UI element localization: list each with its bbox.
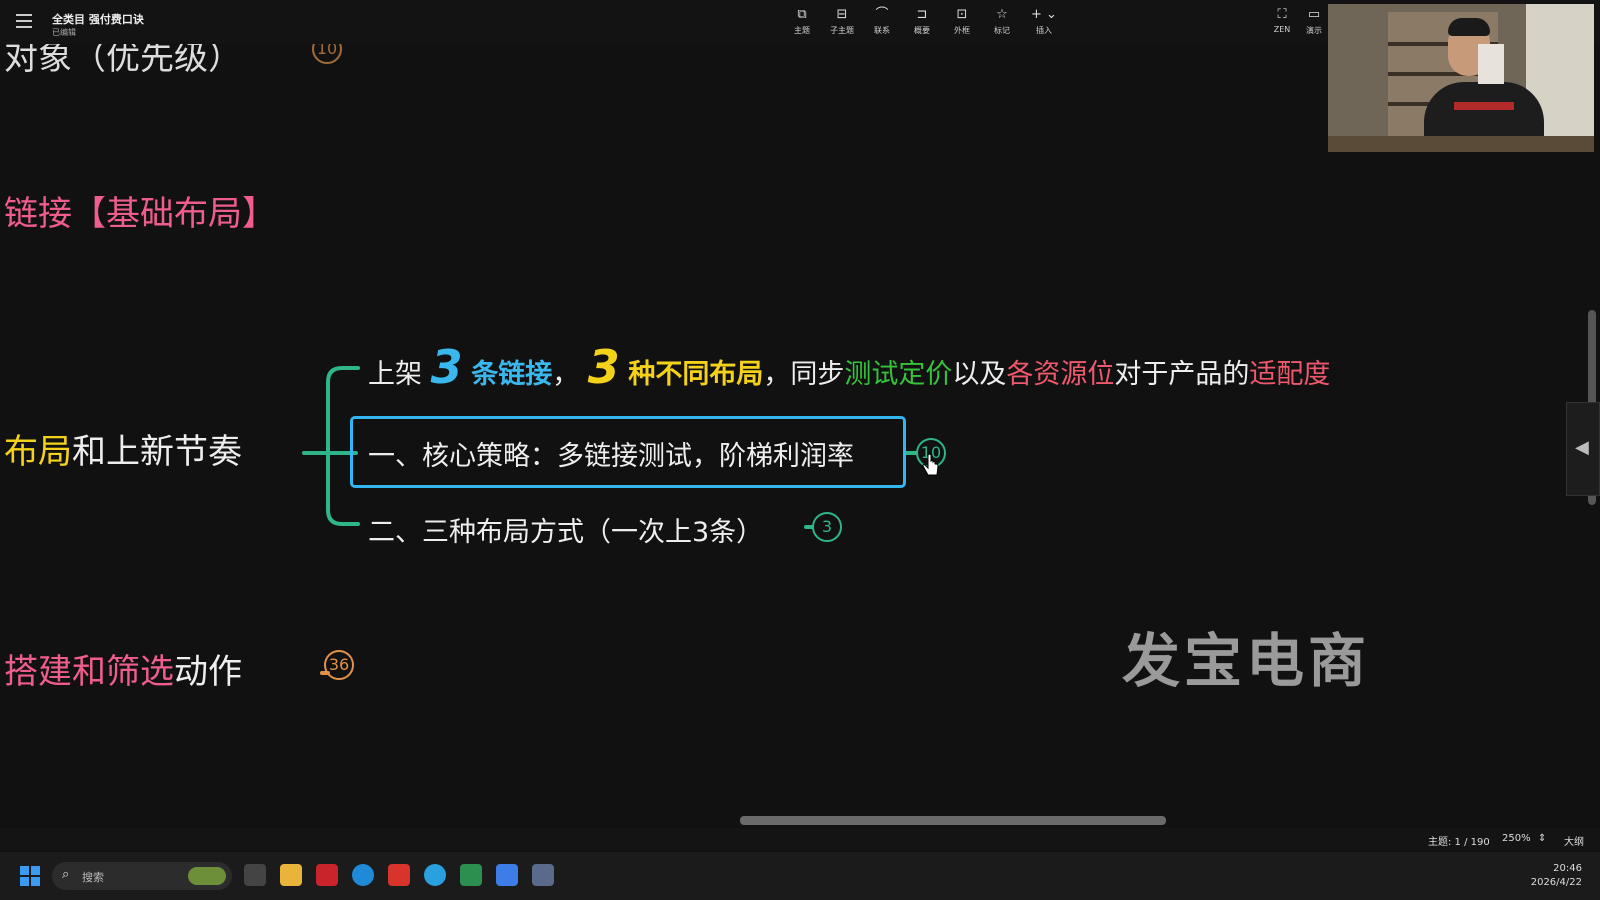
edge-browser-icon[interactable] [424, 864, 446, 886]
sentence-layouts-phrase: 种不同布局 [628, 359, 764, 390]
relation-label: 联系 [874, 26, 890, 35]
sentence-comma: ， [552, 359, 580, 390]
horizontal-scrollbar[interactable] [740, 816, 1166, 825]
topic-icon: ⧉ [797, 7, 807, 22]
sentence-resources-phrase: 各资源位 [1006, 359, 1115, 390]
present-label: 演示 [1306, 26, 1322, 35]
privacy-blur [1478, 44, 1504, 84]
clock-time: 20:46 [1553, 863, 1582, 874]
child-topic-core-strategy[interactable]: 一、核心策略：多链接测试，阶梯利润率 [368, 441, 854, 472]
shirt-stripe [1454, 102, 1514, 110]
summary-label: 概要 [914, 26, 930, 35]
plus-icon: + ⌄ [1031, 7, 1057, 22]
system-clock[interactable]: 20:46 2026/4/22 [1531, 862, 1582, 890]
taskbar: ⌕ 搜索 20:46 2026/4/22 [0, 852, 1600, 900]
collapsed-count-badge[interactable]: 3 [812, 512, 842, 542]
collapsed-count-badge[interactable]: 10 [312, 44, 342, 64]
marker-button[interactable]: ☆ 标记 [982, 8, 1022, 36]
zoom-stepper-icon[interactable]: ⇕ [1538, 833, 1547, 844]
topic-layout-highlight: 布局 [4, 432, 72, 472]
selected-topic-frame[interactable] [350, 416, 906, 488]
desk [1328, 136, 1594, 152]
boundary-label: 外框 [954, 26, 970, 35]
topic-layout-rhythm-node[interactable]: 布局和上新节奏 [4, 424, 242, 473]
chat-app-icon[interactable] [460, 864, 482, 886]
sentence-pricing-phrase: 测试定价 [844, 359, 953, 390]
child-topic-three-layouts[interactable]: 二、三种布局方式（一次上3条） [368, 517, 764, 548]
subtopic-button[interactable]: ⊟ 子主题 [822, 8, 862, 36]
star-icon: ☆ [996, 7, 1008, 22]
search-placeholder: 搜索 [82, 871, 104, 884]
sentence-number-layouts: 3 [587, 340, 620, 394]
topic-build-highlight: 搭建和筛选 [4, 652, 174, 692]
topic-button[interactable]: ⧉ 主题 [782, 8, 822, 36]
hamburger-menu-icon[interactable] [16, 14, 32, 28]
relation-button[interactable]: ⌒ 联系 [862, 8, 902, 36]
mindmap-canvas[interactable]: 对象（优先级） 10 链接【基础布局】 布局和上新节奏 搭建和筛选动作 36 上… [0, 44, 1600, 820]
edge-browser-icon[interactable] [352, 864, 374, 886]
sentence-text: ，同步 [763, 359, 845, 390]
sentence-number-links: 3 [430, 340, 463, 394]
status-bar: 主题: 1 / 190 250% ⇕ 大纲 [0, 828, 1600, 850]
windows-start-icon[interactable] [20, 866, 40, 886]
boundary-icon: ⊡ [956, 7, 968, 22]
search-icon: ⌕ [62, 867, 70, 882]
presenter-hair [1448, 18, 1490, 36]
zoom-level[interactable]: 250% [1502, 833, 1531, 844]
zen-label: ZEN [1273, 25, 1291, 34]
chevron-left-icon: ◀ [1575, 437, 1589, 458]
branch-connectors [302, 366, 918, 675]
sentence-text: 以及 [952, 359, 1007, 390]
topic-link-layout-node[interactable]: 链接【基础布局】 [4, 194, 276, 234]
topic-count: 主题: 1 / 190 [1428, 837, 1490, 848]
summary-button[interactable]: ⊐ 概要 [902, 8, 942, 36]
watermark: 发宝电商 [1122, 627, 1371, 695]
relation-icon: ⌒ [875, 7, 889, 22]
messaging-app-icon[interactable] [496, 864, 518, 886]
marker-label: 标记 [994, 26, 1010, 35]
summary-icon: ⊐ [916, 7, 928, 22]
subtopic-label: 子主题 [830, 26, 854, 35]
sentence-text: 上架 [368, 359, 422, 390]
boundary-button[interactable]: ⊡ 外框 [942, 8, 982, 36]
topic-layout-rest: 和上新节奏 [72, 432, 242, 472]
topic-label: 主题 [794, 26, 810, 35]
present-icon: ▭ [1307, 8, 1321, 22]
child-topic-summary[interactable]: 上架 3 条链接， 3 种不同布局，同步测试定价以及各资源位对于产品的适配度 [368, 340, 1330, 394]
topic-build-filter-node[interactable]: 搭建和筛选动作 [4, 644, 242, 693]
document-status: 已编辑 [52, 28, 76, 37]
zen-button[interactable]: ⛶ ZEN [1262, 7, 1302, 35]
hand-cursor-icon [922, 454, 939, 476]
outline-button[interactable]: 大纲 [1564, 837, 1584, 848]
search-highlight-image [188, 867, 226, 885]
topic-priority-node[interactable]: 对象（优先级） [4, 44, 242, 78]
webcam-overlay [1328, 4, 1594, 152]
document-title: 全类目 强付费口诀 [52, 13, 144, 26]
insert-label: 插入 [1036, 26, 1052, 35]
file-explorer-icon[interactable] [280, 864, 302, 886]
xmind-app-icon[interactable] [388, 864, 410, 886]
sentence-links-phrase: 条链接 [471, 359, 553, 390]
clock-date: 2026/4/22 [1530, 877, 1582, 888]
subtopic-icon: ⊟ [836, 7, 848, 22]
sentence-fit-phrase: 适配度 [1249, 359, 1331, 390]
taskbar-search[interactable]: ⌕ 搜索 [52, 862, 232, 890]
calculator-icon[interactable] [532, 864, 554, 886]
collapsed-count-badge[interactable]: 36 [324, 650, 354, 680]
task-view-icon[interactable] [244, 864, 266, 886]
wps-icon[interactable] [316, 864, 338, 886]
present-button[interactable]: ▭ 演示 [1300, 8, 1328, 36]
side-panel-toggle[interactable]: ◀ [1566, 402, 1600, 496]
sentence-text: 对于产品的 [1114, 359, 1250, 390]
topic-build-rest: 动作 [174, 652, 242, 692]
fullscreen-icon: ⛶ [1277, 7, 1287, 22]
insert-button[interactable]: + ⌄ 插入 [1024, 8, 1064, 36]
